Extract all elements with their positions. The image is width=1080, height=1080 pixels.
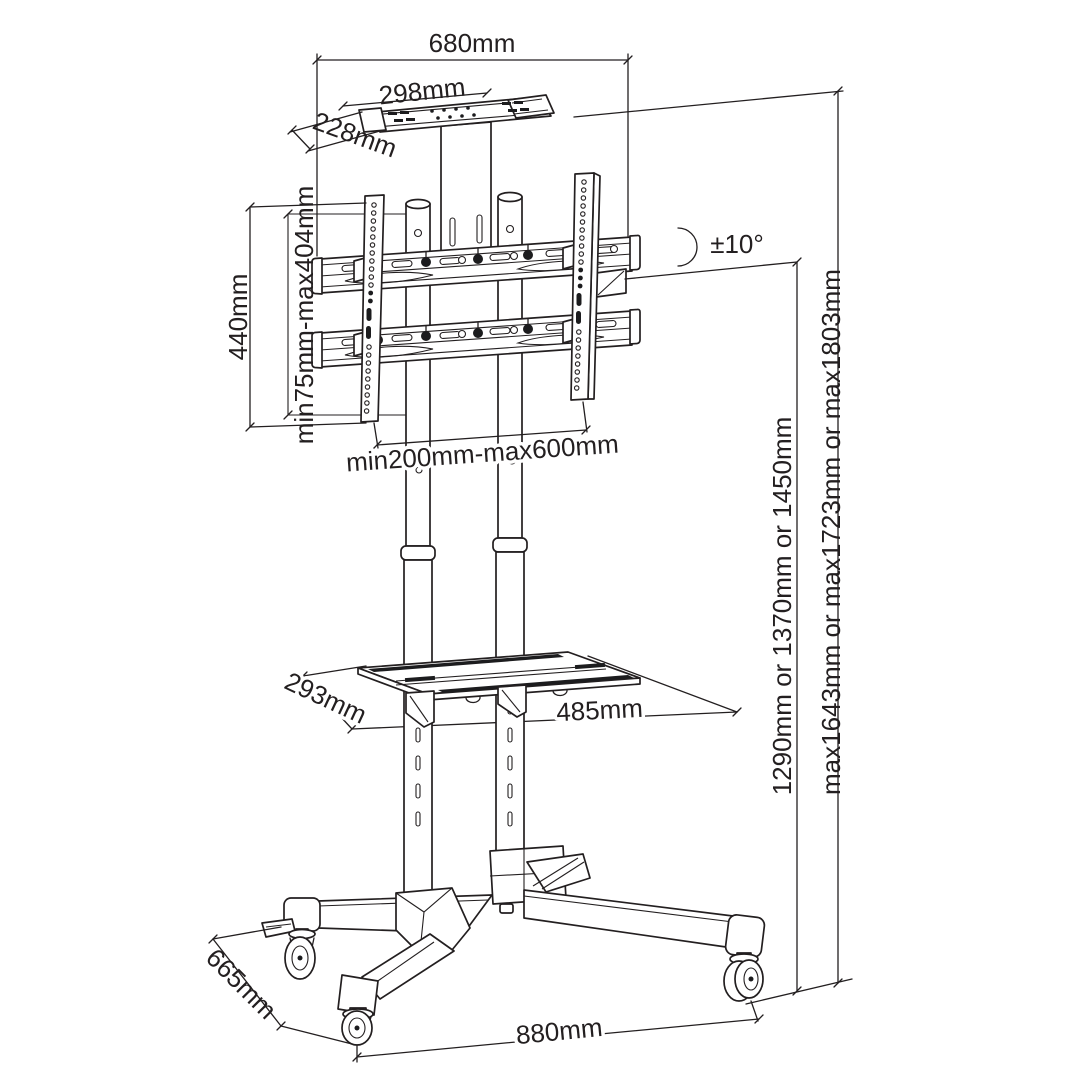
right-pole <box>492 191 528 853</box>
dim-shelf-width-label: 485mm <box>555 693 643 727</box>
dim-max-height <box>573 86 853 1005</box>
dim-base-width-label: 880mm <box>515 1012 604 1050</box>
right-pole-collar <box>492 537 528 553</box>
dim-bracket-height <box>245 202 367 432</box>
front-right-caster <box>723 952 764 1002</box>
dim-column-height-label: 1290mm or 1370mm or 1450mm <box>767 417 797 796</box>
lower-rail-lens-right <box>515 334 605 346</box>
left-pole <box>400 198 436 899</box>
dim-base-width <box>352 1000 764 1063</box>
tray-left-flange <box>358 107 387 133</box>
rear-right-leg <box>526 853 591 893</box>
dim-shelf-depth-label: 293mm <box>280 666 371 730</box>
left-tv-strip <box>353 194 385 423</box>
tray-right-flange <box>507 94 555 119</box>
dim-vesa-width-label: min200mm-max600mm <box>345 429 620 478</box>
front-left-leg <box>337 933 455 1016</box>
dim-tilt-label: ±10° <box>710 229 764 259</box>
dim-max-height-label: max1643mm or max1723mm or max1803mm <box>816 269 846 795</box>
dim-vesa-height-label: min75mm-max404mm <box>289 186 319 445</box>
front-left-caster <box>341 1007 374 1046</box>
left-strip-holes <box>363 202 377 414</box>
dim-bracket-height-label: 440mm <box>223 274 253 361</box>
dim-column-height <box>792 257 802 996</box>
shelf-pole-bracket-left <box>405 690 435 728</box>
dim-shelf <box>298 671 742 734</box>
shelf-pole-bracket-right <box>497 684 527 718</box>
dim-vesa-width <box>372 401 591 450</box>
tilt-arc-icon <box>677 227 698 267</box>
upper-rail-lens-right <box>515 260 605 272</box>
dim-tilt <box>624 227 798 280</box>
dim-top-width-label: 680mm <box>429 28 516 58</box>
rail-spacer-block <box>595 268 627 298</box>
dim-top-width <box>312 53 633 257</box>
middle-shelf <box>357 651 641 728</box>
right-tv-strip <box>562 172 601 401</box>
dim-base-depth-label: 665mm <box>200 942 283 1025</box>
dim-tray-width <box>338 88 492 111</box>
tray-hole-pattern <box>388 101 529 122</box>
right-strip-holes <box>573 179 587 391</box>
top-tray <box>358 94 555 133</box>
dim-vesa-height <box>283 209 293 420</box>
base <box>261 845 766 1046</box>
dim-base-depth <box>208 926 353 1045</box>
front-right-leg <box>523 889 766 958</box>
dim-tray-depth <box>287 111 381 154</box>
center-mount-plate <box>440 121 492 259</box>
left-pole-collar <box>400 545 436 561</box>
